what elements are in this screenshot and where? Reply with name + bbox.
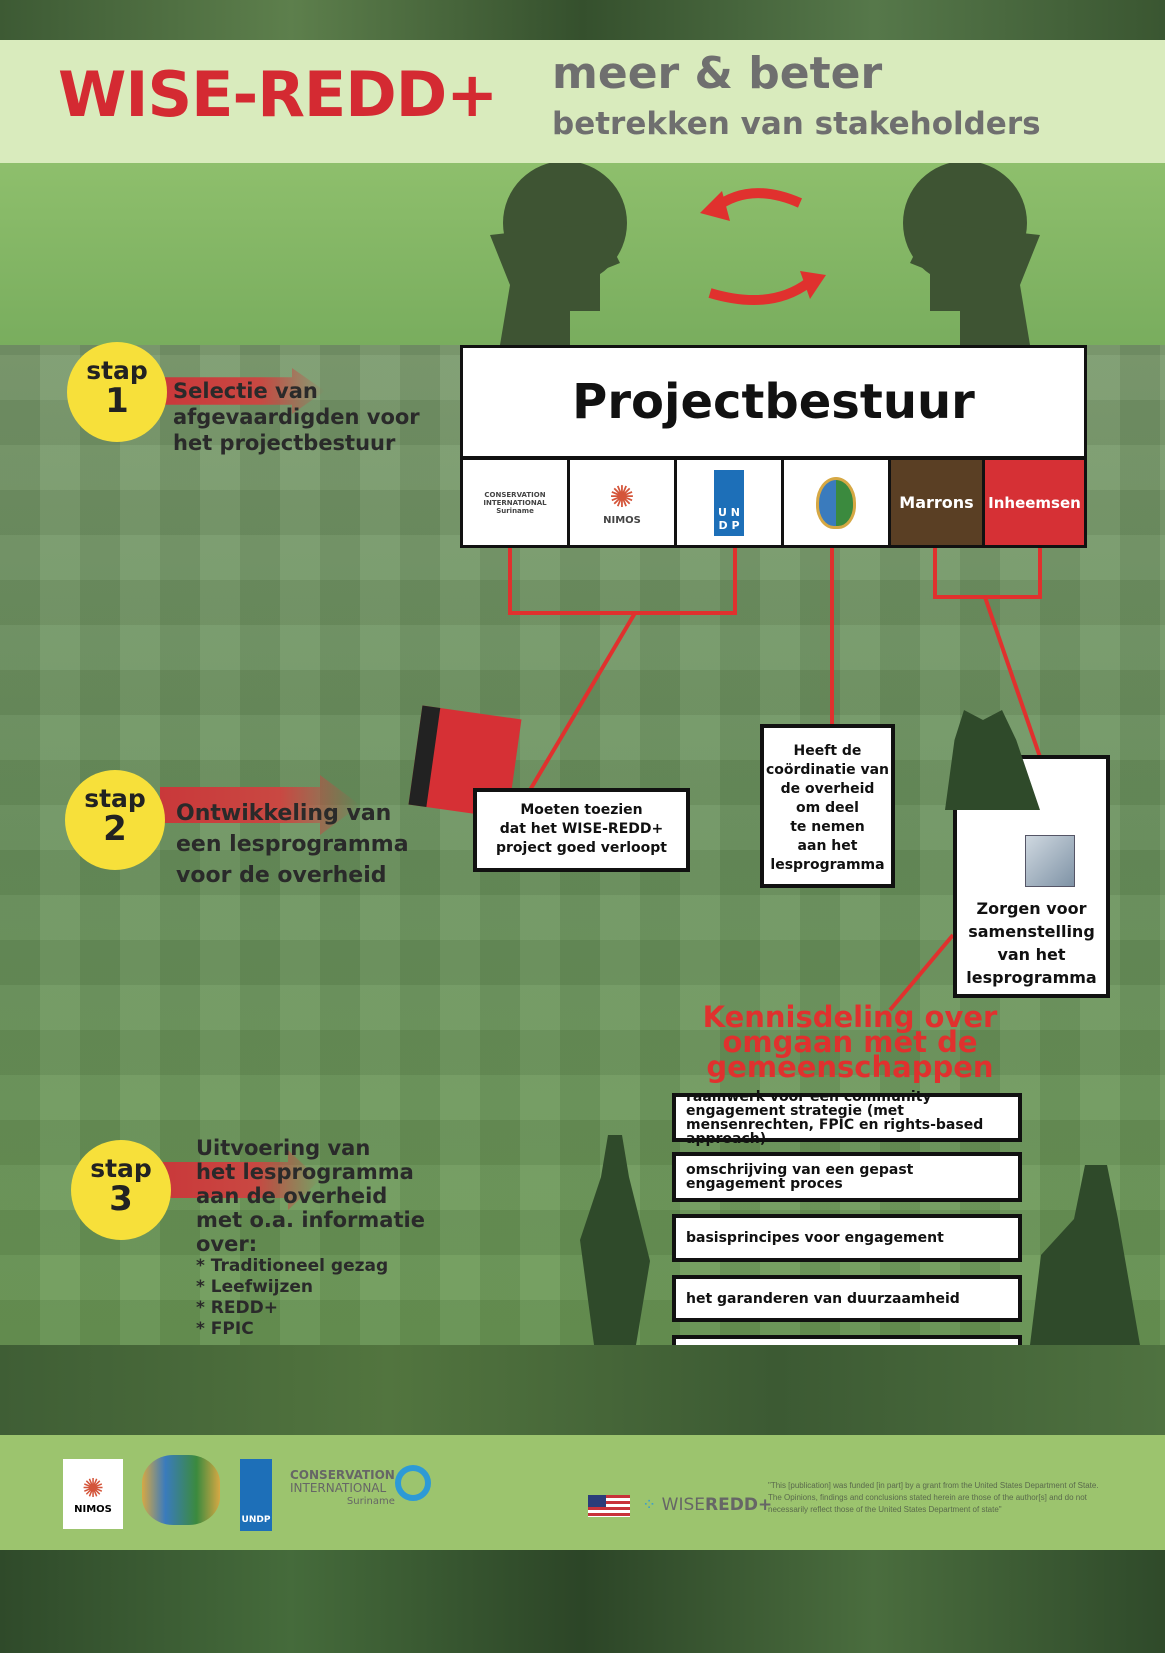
- bullet: * FPIC: [196, 1319, 254, 1339]
- text-line: samenstelling: [968, 922, 1095, 941]
- text-line: om deel: [796, 800, 859, 816]
- text-line: Moeten toezien: [520, 802, 643, 818]
- step-number: 1: [105, 381, 129, 421]
- knowledge-item: raamwerk voor een community engagement s…: [672, 1090, 1022, 1146]
- project-board: Projectbestuur CONSERVATION INTERNATIONA…: [460, 345, 1087, 548]
- knowledge-item: het garanderen van duurzaamheid: [672, 1275, 1022, 1322]
- text-line: coördinatie van: [765, 762, 890, 778]
- text-line: de overheid: [780, 781, 875, 797]
- text-line: van het: [997, 945, 1066, 964]
- logo-text: NIMOS: [74, 1503, 112, 1515]
- text-line: gemeenschappen: [706, 1050, 994, 1084]
- text-line: te nemen: [790, 819, 865, 835]
- building-icon: [1025, 835, 1075, 887]
- logo-text: INTERNATIONAL: [290, 1481, 387, 1495]
- text-line: project goed verloopt: [495, 840, 667, 856]
- text-line: over:: [196, 1232, 258, 1256]
- text-line: Uitvoering van: [196, 1136, 371, 1160]
- text-line: Heeft de: [793, 743, 862, 759]
- text-line: Kennisdeling over: [702, 1000, 998, 1034]
- coat-of-arms-icon: [816, 476, 856, 529]
- text-line: voor de overheid: [176, 863, 387, 888]
- logo-text: CONSERVATION: [290, 1468, 395, 1482]
- logo-nimos: ✺NIMOS: [570, 460, 674, 545]
- logo-subtext: Suriname: [496, 506, 534, 515]
- text-line: omgaan met de: [722, 1025, 978, 1059]
- bullet: * Traditioneel gezag: [196, 1256, 389, 1276]
- board-member-inheemsen: Inheemsen: [985, 460, 1084, 545]
- text-line: Ontwikkeling van: [176, 801, 392, 826]
- step-label: stap: [84, 784, 146, 813]
- step-label: stap: [90, 1154, 152, 1183]
- wise-redd-logo: ⁘ WISEREDD+: [642, 1495, 772, 1515]
- poster-title: WISE-REDD+: [58, 58, 498, 131]
- nimos-emblem-icon: ✺: [82, 1473, 104, 1504]
- footer-logo-nimos: ✺NIMOS: [63, 1459, 123, 1529]
- text-line: het projectbestuur: [173, 431, 396, 455]
- role-box-government: Heeft de coördinatie van de overheid om dee…: [760, 724, 895, 888]
- role-box-oversight: Moeten toezien dat het WISE-REDD+ project …: [473, 788, 690, 872]
- text-line: afgevaardigden voor: [173, 405, 420, 429]
- board-title: Projectbestuur: [463, 348, 1084, 456]
- logo-text: NIMOS: [603, 514, 641, 526]
- ci-ring-icon: [395, 1465, 431, 1501]
- text-line: lesprogramma: [966, 968, 1097, 987]
- logo-text: Marrons: [899, 493, 974, 512]
- bottom-forest-with-people: [0, 1550, 1165, 1653]
- logo-text: CONSERVATION INTERNATIONAL: [483, 490, 547, 507]
- step2-text: Ontwikkeling van een lesprogramma voor de …: [176, 798, 409, 891]
- bullet: * REDD+: [196, 1298, 278, 1318]
- text-line: Selectie van: [173, 379, 318, 403]
- logo-text: REDD+: [705, 1495, 773, 1515]
- us-flag-icon: [588, 1495, 630, 1517]
- head-left-icon: [490, 161, 627, 345]
- text-line: een lesprogramma: [176, 832, 409, 857]
- head-right-icon: [903, 161, 1040, 345]
- logo-text: WISE: [661, 1495, 706, 1515]
- knowledge-item: omschrijving van een gepast engagement p…: [672, 1152, 1022, 1202]
- logo-text: UNDP: [241, 1515, 271, 1525]
- knowledge-item: basisprincipes voor engagement: [672, 1214, 1022, 1262]
- step-label: stap: [86, 356, 148, 385]
- logo-text: Inheemsen: [988, 493, 1081, 512]
- text-line: met o.a. informatie: [196, 1208, 425, 1232]
- logo-undp: U N D P: [677, 460, 781, 545]
- footer-logo-undp: UNDP: [240, 1459, 272, 1531]
- funding-disclaimer: "This [publication] was funded [in part]…: [768, 1481, 1099, 1514]
- step-number: 2: [103, 809, 127, 849]
- dialogue-heads-area: [0, 161, 1165, 345]
- forest-band: [0, 1345, 1165, 1435]
- heads-illustration: [490, 161, 1040, 345]
- dots-icon: ⁘: [642, 1495, 662, 1515]
- text-line: aan het: [797, 838, 858, 854]
- header-band: [0, 40, 1165, 163]
- text-line: het lesprogramma: [196, 1160, 414, 1184]
- nimos-emblem-icon: ✺: [609, 479, 635, 515]
- top-forest-strip: [0, 0, 1165, 40]
- logo-text: U N D P: [714, 469, 744, 536]
- subtitle-line2: betrekken van stakeholders: [552, 106, 1041, 142]
- bullet: * Leefwijzen: [196, 1277, 313, 1297]
- logo-suriname-coat-of-arms: [784, 460, 888, 545]
- text-line: Zorgen voor: [976, 899, 1087, 918]
- text-line: dat het WISE-REDD+: [499, 821, 664, 837]
- exchange-arrow-bottom-icon: [708, 278, 811, 306]
- text-line: aan de overheid: [196, 1184, 388, 1208]
- text-line: lesprogramma: [770, 857, 885, 873]
- board-member-marrons: Marrons: [891, 460, 982, 545]
- logo-text: Suriname: [346, 1496, 395, 1507]
- step-number: 3: [109, 1179, 133, 1219]
- subtitle-line1: meer & beter: [552, 48, 883, 99]
- footer-logo-coat-of-arms: [142, 1455, 220, 1525]
